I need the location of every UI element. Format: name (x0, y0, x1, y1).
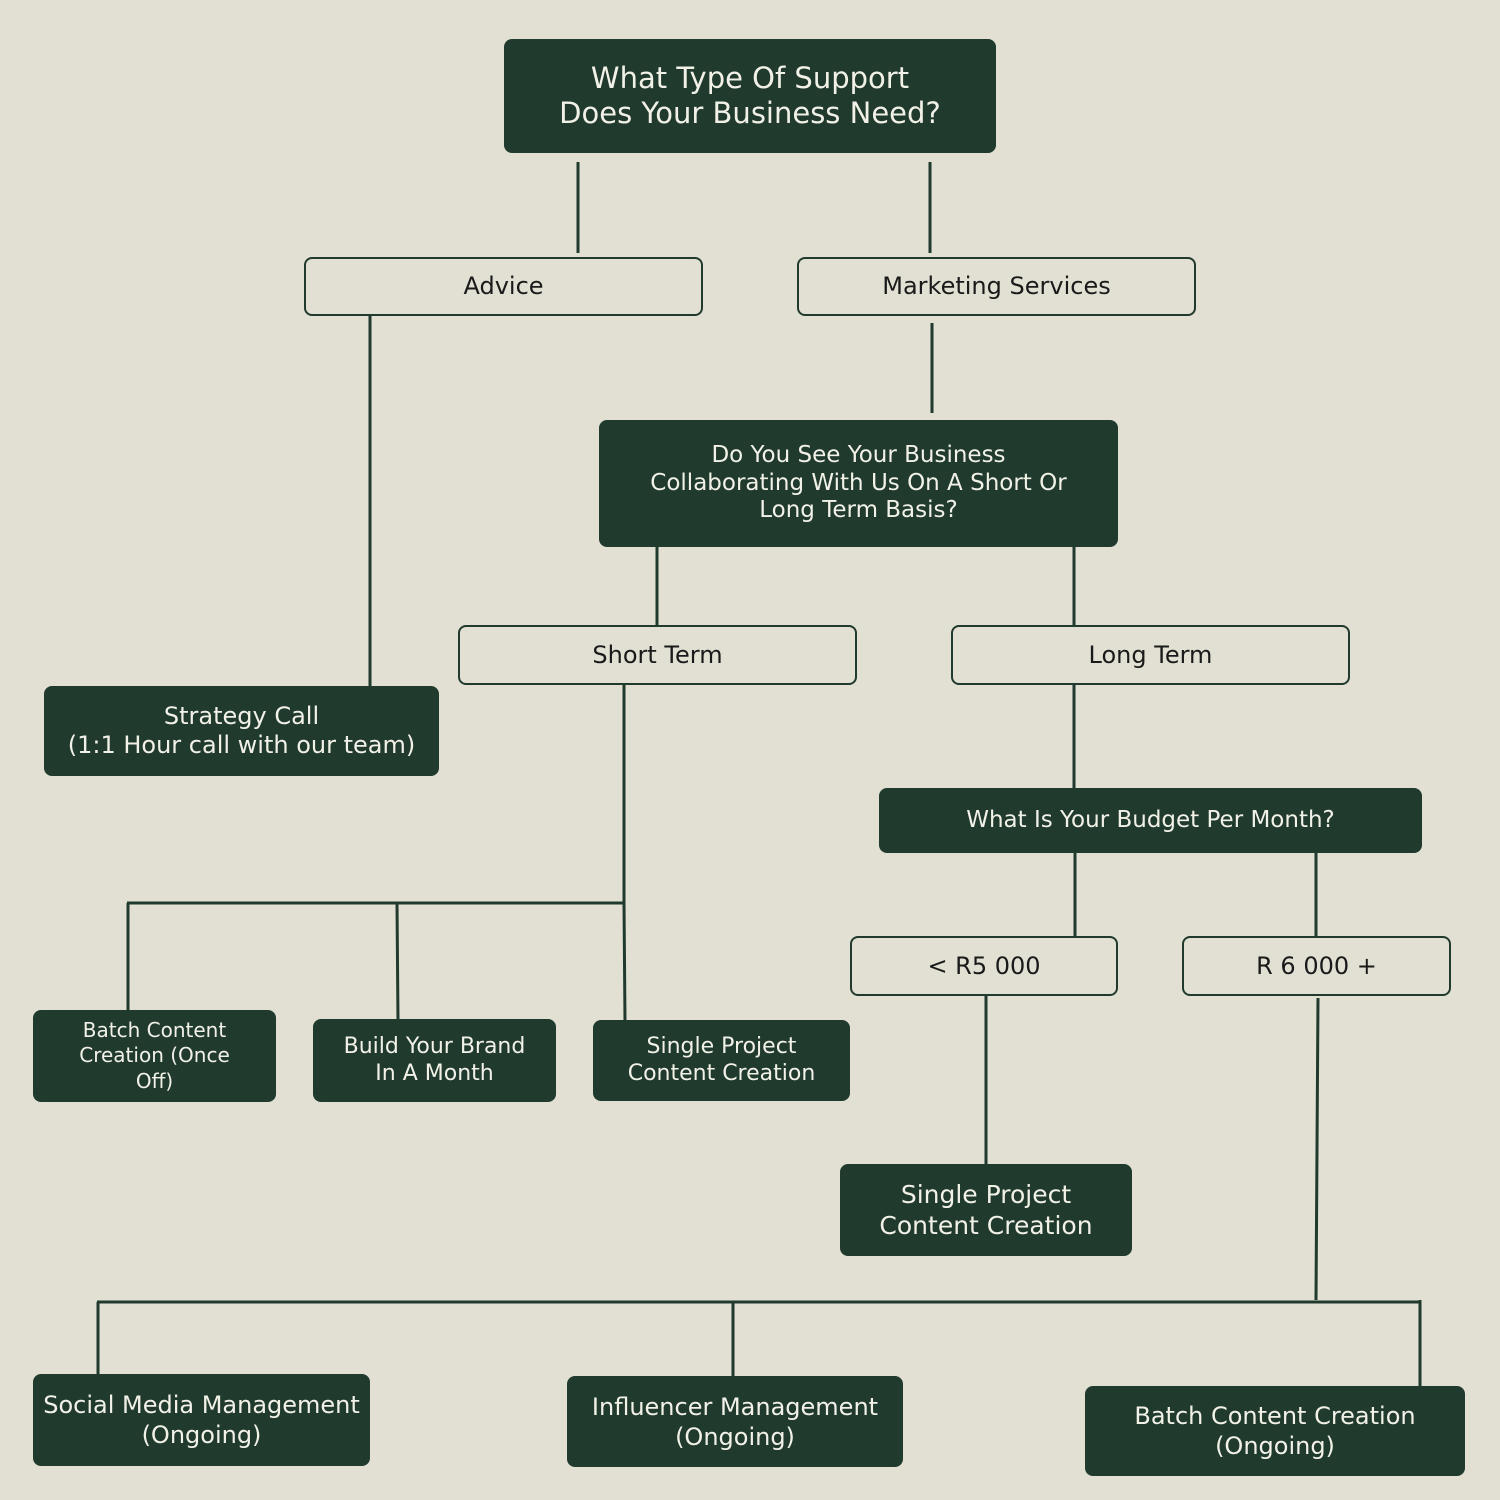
budget-question-node: What Is Your Budget Per Month? (879, 788, 1422, 853)
single-project-short-node: Single Project Content Creation (593, 1020, 850, 1101)
connector-short-single (622, 902, 627, 1022)
batch-ongoing-text: Batch Content Creation (Ongoing) (1134, 1402, 1416, 1460)
influencer-node: Influencer Management (Ongoing) (567, 1376, 903, 1467)
under-5000-node: < R5 000 (850, 936, 1118, 996)
marketing-services-node: Marketing Services (797, 257, 1196, 316)
marketing-services-text: Marketing Services (882, 272, 1111, 301)
root-question-text: What Type Of Support Does Your Business … (559, 61, 941, 130)
connector-short-brand (395, 902, 400, 1021)
batch-once-off-node: Batch Content Creation (Once Off) (33, 1010, 276, 1102)
strategy-call-text: Strategy Call (1:1 Hour call with our te… (67, 702, 416, 759)
influencer-text: Influencer Management (Ongoing) (591, 1392, 879, 1451)
long-term-node: Long Term (951, 625, 1350, 685)
social-media-text: Social Media Management (Ongoing) (43, 1391, 360, 1449)
single-project-short-text: Single Project Content Creation (627, 1034, 816, 1086)
advice-text: Advice (463, 272, 544, 301)
batch-ongoing-node: Batch Content Creation (Ongoing) (1085, 1386, 1465, 1476)
single-project-long-node: Single Project Content Creation (840, 1164, 1132, 1256)
term-question-text: Do You See Your Business Collaborating W… (650, 442, 1067, 524)
brand-in-a-month-node: Build Your Brand In A Month (313, 1019, 556, 1102)
strategy-call-node: Strategy Call (1:1 Hour call with our te… (44, 686, 439, 776)
over-6000-node: R 6 000 + (1182, 936, 1451, 996)
under-5000-text: < R5 000 (927, 951, 1041, 980)
budget-question-text: What Is Your Budget Per Month? (966, 806, 1335, 833)
advice-node: Advice (304, 257, 703, 316)
root-question-node: What Type Of Support Does Your Business … (504, 39, 996, 153)
social-media-node: Social Media Management (Ongoing) (33, 1374, 370, 1466)
single-project-long-text: Single Project Content Creation (879, 1179, 1093, 1240)
brand-in-a-month-text: Build Your Brand In A Month (343, 1034, 526, 1086)
connector-over-trunk (1314, 997, 1320, 1301)
short-term-node: Short Term (458, 625, 857, 685)
term-question-node: Do You See Your Business Collaborating W… (599, 420, 1118, 547)
short-term-text: Short Term (592, 640, 723, 669)
batch-once-off-text: Batch Content Creation (Once Off) (79, 1017, 230, 1093)
over-6000-text: R 6 000 + (1256, 951, 1377, 980)
long-term-text: Long Term (1088, 640, 1213, 669)
